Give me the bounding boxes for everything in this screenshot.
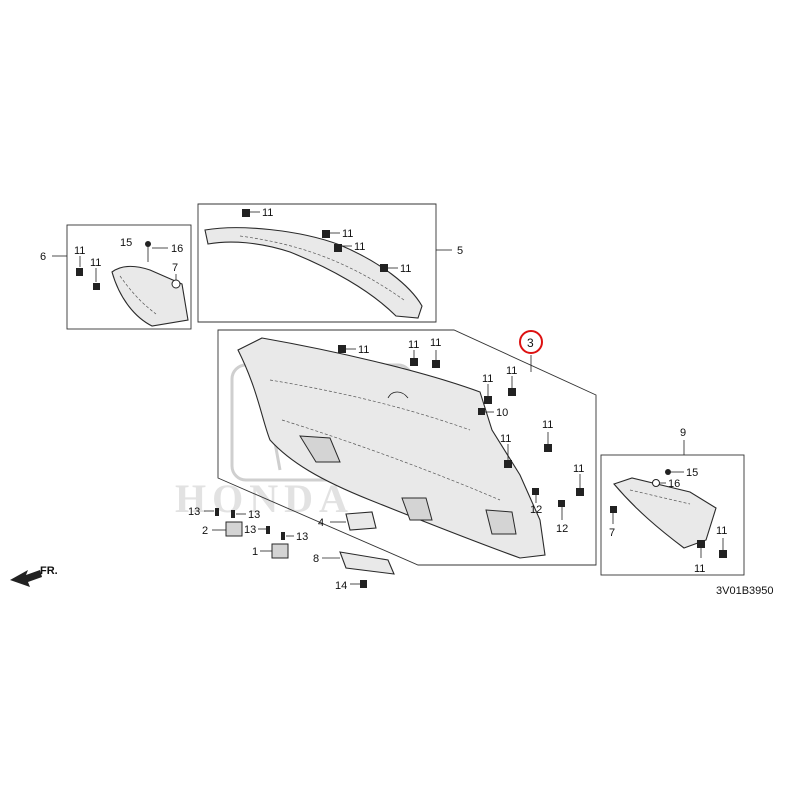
callout-11-a: 11 [358, 344, 369, 356]
callout-11-g5a: 11 [262, 207, 273, 219]
callout-13-d: 13 [296, 531, 308, 543]
callout-13-b: 13 [248, 509, 260, 521]
callout-11-g5d: 11 [400, 263, 411, 275]
callout-11-f: 11 [542, 419, 553, 431]
callout-3: 3 [527, 336, 534, 350]
callout-4: 4 [318, 517, 324, 529]
switch-1 [271, 543, 289, 559]
tailgate-lining [237, 337, 546, 559]
front-direction-arrow: FR. [10, 565, 58, 587]
honda-watermark: HONDA [175, 363, 414, 521]
left-side-trim [111, 265, 189, 327]
callout-11-g5b: 11 [342, 228, 353, 240]
front-label: FR. [40, 565, 58, 577]
arrow-icon [10, 570, 42, 587]
callout-10: 10 [496, 407, 508, 419]
callout-11-d: 11 [482, 373, 493, 385]
diagram-code: 3V01B3950 [716, 585, 774, 597]
callout-15-g9: 15 [686, 467, 698, 479]
callout-11-e: 11 [506, 365, 517, 377]
callout-1: 1 [252, 546, 258, 558]
callout-9: 9 [680, 427, 686, 439]
lining-pocket-right [485, 509, 517, 535]
callout-11-g6a: 11 [74, 245, 85, 257]
callout-2: 2 [202, 525, 208, 537]
callout-12-a: 12 [530, 504, 542, 516]
callout-15-g6: 15 [120, 237, 132, 249]
callout-16-g6: 16 [171, 243, 183, 255]
group-5: 5 11 11 11 11 [197, 203, 463, 323]
callout-11-g5c: 11 [354, 241, 365, 253]
group-6: 6 11 11 15 16 7 [40, 224, 192, 330]
highlight-circle-3 [519, 330, 543, 354]
callout-13-a: 13 [188, 506, 200, 518]
callout-11-b: 11 [408, 339, 419, 351]
upper-spoiler-garnish [204, 227, 423, 319]
group-3: 3 11 11 11 11 11 10 11 11 11 12 12 [217, 329, 597, 566]
callout-7-g6: 7 [172, 262, 178, 274]
callout-16-g9: 16 [668, 478, 680, 490]
callout-13-c: 13 [244, 524, 256, 536]
lining-pocket-center [401, 497, 433, 521]
watermark-text: HONDA [175, 476, 354, 521]
right-side-trim [613, 477, 717, 549]
callout-11-g6b: 11 [90, 257, 101, 269]
access-cover [345, 511, 377, 531]
callout-11-g9a: 11 [694, 563, 705, 575]
handle-garnish-8 [339, 551, 395, 575]
callout-7-g9: 7 [609, 527, 615, 539]
callout-6: 6 [40, 251, 46, 263]
callout-11-g: 11 [500, 433, 511, 445]
switch-2 [225, 521, 243, 537]
callout-8: 8 [313, 553, 319, 565]
callout-12-b: 12 [556, 523, 568, 535]
loose-parts: 13 13 2 13 13 1 8 14 [188, 506, 395, 592]
lining-pocket-left [299, 435, 341, 463]
callout-14: 14 [335, 580, 347, 592]
group-9: 9 7 15 16 11 11 [600, 427, 745, 576]
callout-11-h: 11 [573, 463, 584, 475]
callout-5: 5 [457, 245, 463, 257]
callout-11-g9b: 11 [716, 525, 727, 537]
callout-11-c: 11 [430, 337, 441, 349]
